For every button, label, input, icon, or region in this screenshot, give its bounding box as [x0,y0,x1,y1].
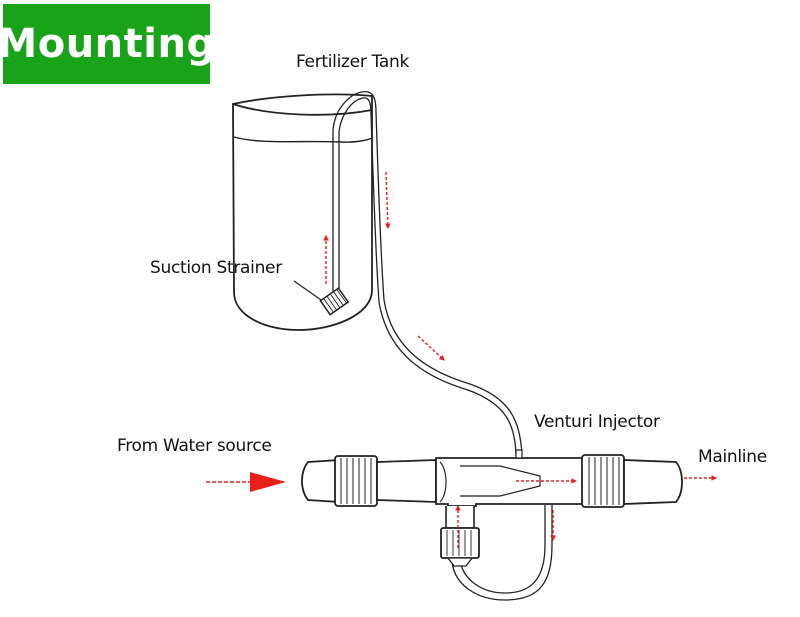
badge-title: Mounting [0,21,216,67]
suction-tube [332,90,523,456]
flow-arrow-icon [417,335,445,361]
suction-strainer [293,280,350,316]
flow-arrows [206,171,718,548]
label-mainline: Mainline [698,447,767,467]
label-venturi-injector: Venturi Injector [534,412,660,432]
badge-background: Mounting [0,4,215,84]
flow-arrow-icon [385,171,391,230]
mounting-badge: Mounting [0,0,216,88]
flow-arrow-icon [206,472,286,492]
label-suction-strainer: Suction Strainer [150,258,282,278]
bypass-tube [451,505,553,601]
label-water-source: From Water source [117,436,272,456]
fertilizer-tank [232,93,373,331]
label-fertilizer-tank: Fertilizer Tank [296,52,410,72]
venturi-injector [301,449,683,567]
